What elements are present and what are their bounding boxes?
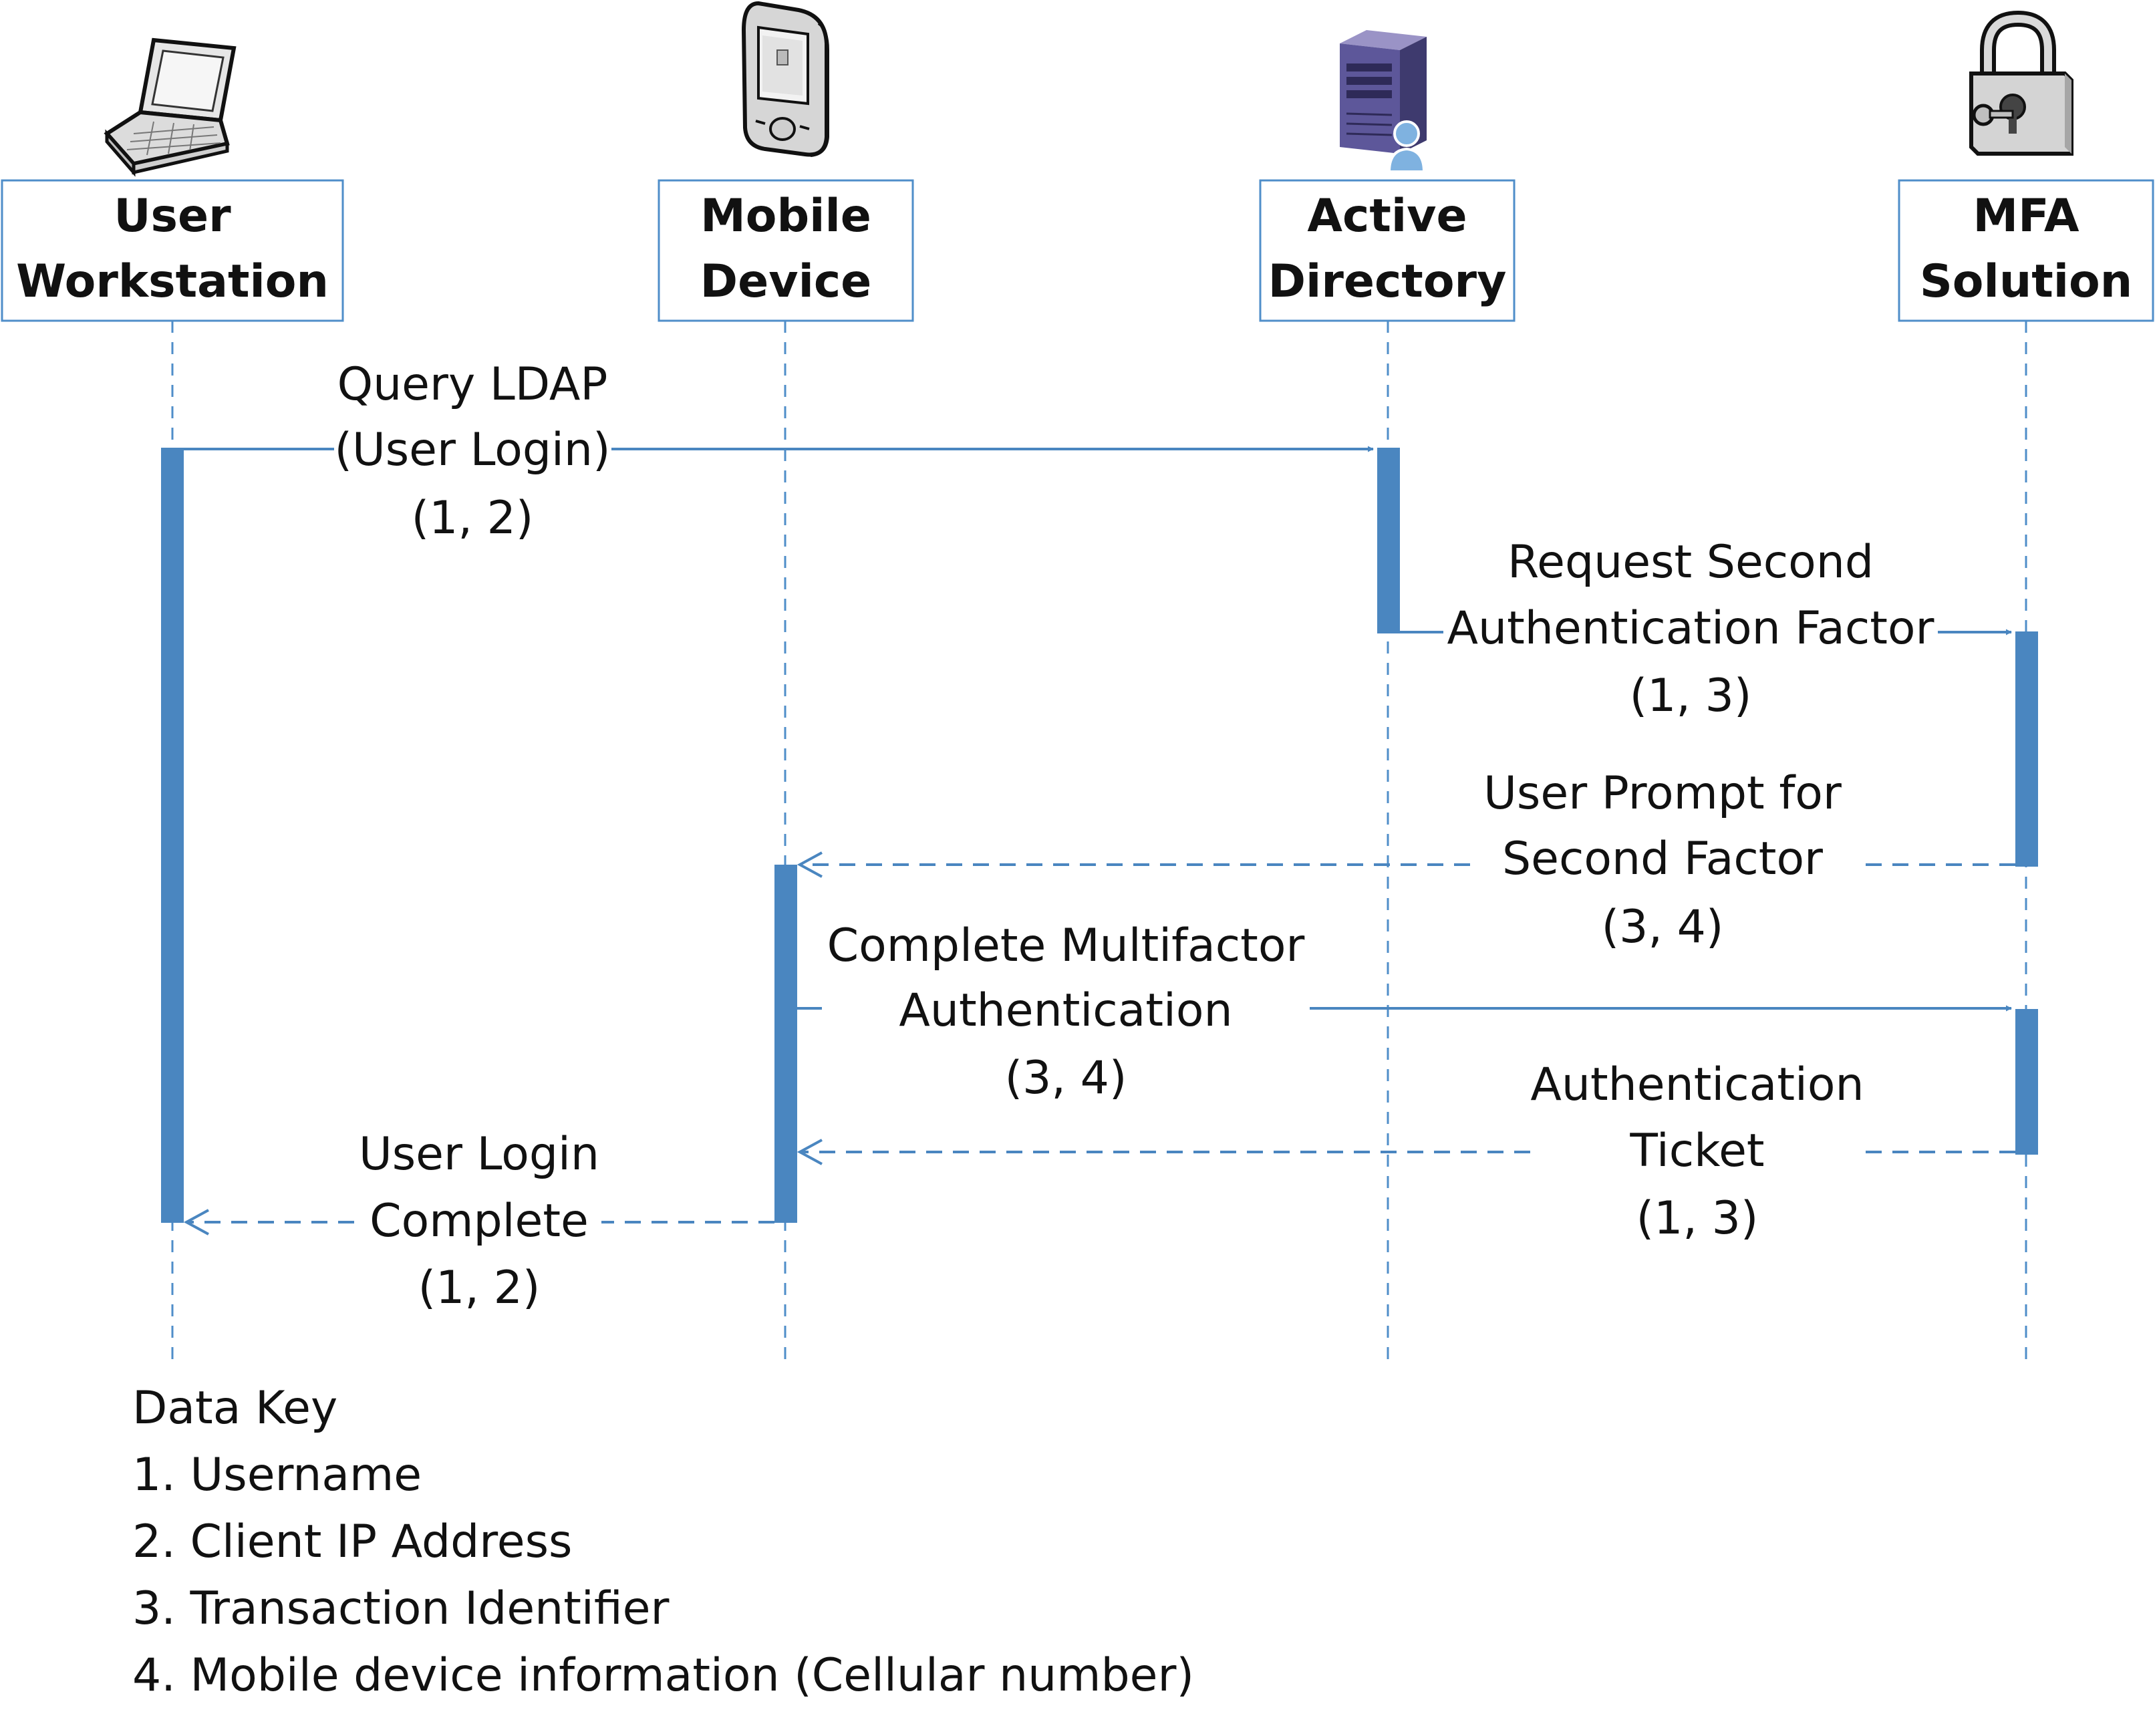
data-key-item: 4. Mobile device information (Cellular n… xyxy=(132,1649,1194,1702)
message-label-line: (1, 2) xyxy=(418,1262,541,1314)
data-key-item: 1. Username xyxy=(132,1449,422,1501)
activation-mfa-1 xyxy=(2015,631,2038,867)
actor-mobile: Mobile Device xyxy=(658,179,914,322)
message-login-complete: User Login Complete (1, 2) xyxy=(183,1128,774,1314)
message-label-line: (1, 2) xyxy=(412,492,534,545)
message-query-ldap: Query LDAP (User Login) (1, 2) xyxy=(184,358,1374,545)
message-label-line: Second Factor xyxy=(1502,833,1823,885)
actor-workstation: User Workstation xyxy=(1,179,344,322)
actor-label-line1: Active xyxy=(1307,190,1467,243)
message-label-line: Authentication Factor xyxy=(1447,602,1934,655)
message-request-second-factor: Request Second Authentication Factor (1,… xyxy=(1400,536,2012,722)
mobile-phone-icon xyxy=(741,1,829,157)
message-user-prompt: User Prompt for Second Factor (3, 4) xyxy=(797,767,2015,954)
message-label-line: User Login xyxy=(359,1128,599,1181)
actor-label-line2: Device xyxy=(700,255,872,308)
data-key: Data Key 1. Username 2. Client IP Addres… xyxy=(132,1382,1194,1702)
laptop-icon xyxy=(104,37,237,177)
activation-mfa-2 xyxy=(2015,1009,2038,1155)
data-key-title: Data Key xyxy=(132,1382,337,1435)
message-label-line: Request Second xyxy=(1507,536,1874,589)
actor-label-line2: Solution xyxy=(1920,255,2132,308)
data-key-item: 2. Client IP Address xyxy=(132,1515,572,1568)
actor-label-line2: Directory xyxy=(1268,255,1507,308)
server-icon xyxy=(1340,30,1427,173)
message-label-line: (1, 3) xyxy=(1630,670,1752,722)
message-label-line: (3, 4) xyxy=(1602,901,1724,954)
message-label-line: User Prompt for xyxy=(1483,767,1842,820)
activation-mobile xyxy=(774,865,797,1223)
data-key-item: 3. Transaction Identifier xyxy=(132,1582,669,1635)
message-label-line: Query LDAP xyxy=(337,358,608,411)
padlock-icon xyxy=(1969,10,2073,156)
actor-label-line1: Mobile xyxy=(700,190,871,243)
message-label-line: Authentication xyxy=(1530,1058,1864,1111)
message-label-line: Ticket xyxy=(1629,1125,1764,1177)
actor-label-line1: MFA xyxy=(1973,190,2079,243)
actor-label-line2: Workstation xyxy=(16,255,329,308)
message-complete-mfa: Complete Multifactor Authentication (3, … xyxy=(797,919,2012,1105)
actor-label-line1: User xyxy=(114,190,231,243)
message-label-line: (1, 3) xyxy=(1636,1192,1759,1245)
activation-ad xyxy=(1377,448,1400,633)
activation-workstation xyxy=(161,448,184,1223)
actor-mfa: MFA Solution xyxy=(1898,179,2154,322)
message-label-line: Complete xyxy=(370,1195,589,1248)
message-label-line: Complete Multifactor xyxy=(827,919,1305,972)
message-label-line: Authentication xyxy=(899,984,1232,1037)
message-label-line: (User Login) xyxy=(334,424,610,476)
actor-ad: Active Directory xyxy=(1259,179,1516,322)
message-label-line: (3, 4) xyxy=(1005,1052,1127,1105)
message-auth-ticket: Authentication Ticket (1, 3) xyxy=(797,1058,2015,1245)
